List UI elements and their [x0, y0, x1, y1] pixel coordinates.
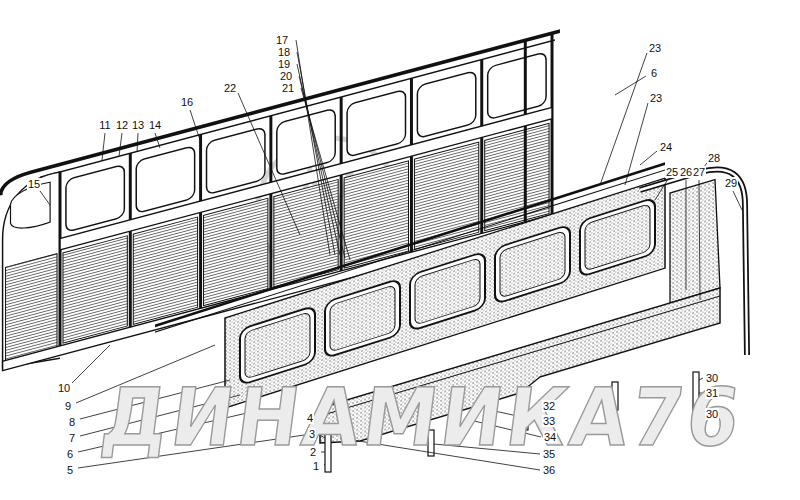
callout-number: 4	[306, 412, 314, 424]
callout-number: 20	[279, 70, 293, 82]
callout-number: 17	[275, 34, 289, 46]
callout-number: 22	[223, 82, 237, 94]
callout-number: 1	[312, 460, 320, 472]
callout-number: 31	[705, 387, 719, 399]
callout-number: 23	[649, 92, 663, 104]
callout-number: 30	[705, 372, 719, 384]
callout-number: 23	[648, 42, 662, 54]
callout-number: 2	[309, 446, 317, 458]
callout-number: 6	[650, 67, 658, 79]
watermark: ДИНАМИКА76	[97, 378, 747, 458]
callout-number: 34	[543, 431, 557, 443]
callout-number: 21	[281, 82, 295, 94]
callout-number: 16	[180, 96, 194, 108]
floor-skirt	[320, 178, 720, 453]
callout-number: 10	[57, 382, 71, 394]
callout-number: 24	[659, 141, 673, 153]
callout-number: 35	[542, 448, 556, 460]
callout-number: 30	[705, 408, 719, 420]
leader-lines	[40, 40, 742, 470]
callout-number: 28	[707, 152, 721, 164]
callout-number: 27	[692, 166, 706, 178]
callout-number: 11	[98, 119, 111, 131]
callout-number: 3	[308, 428, 316, 440]
callout-number: 8	[68, 416, 76, 428]
callout-number: 19	[277, 58, 291, 70]
callout-number: 32	[542, 400, 556, 412]
callout-number: 5	[66, 464, 74, 476]
mounting-plates	[325, 372, 699, 472]
callout-number: 33	[542, 415, 556, 427]
callout-number: 12	[115, 119, 129, 131]
callout-number: 7	[68, 432, 76, 444]
callout-number: 25	[665, 166, 679, 178]
callout-number: 9	[64, 400, 72, 412]
callout-number: 36	[542, 464, 556, 476]
callout-number: 18	[277, 46, 291, 58]
curved-rail	[640, 169, 747, 355]
callout-number: 6	[66, 448, 74, 460]
callout-number: 15	[27, 178, 41, 190]
callout-number: 14	[148, 119, 162, 131]
callout-number: 29	[724, 177, 738, 189]
callout-number: 13	[131, 119, 145, 131]
